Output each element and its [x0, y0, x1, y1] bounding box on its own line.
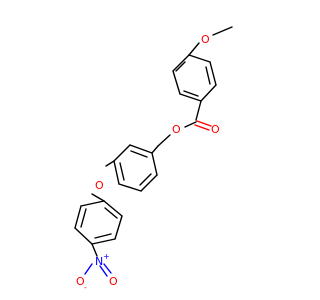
bond-ring2-a-inner: [130, 150, 148, 158]
bond-ring2-c-inner: [119, 162, 125, 181]
bond-oether-ring3: [91, 193, 105, 202]
bond-ring3-c: [91, 238, 116, 245]
bond-ring3-b: [114, 215, 123, 240]
bond-ring1-b: [172, 70, 181, 95]
bonds: [74, 26, 233, 277]
bond-ring1-carbonyl: [195, 100, 202, 121]
bond-oester-ch2: [157, 134, 171, 147]
atom-o-nitro-right: O: [109, 275, 118, 288]
atom-n-nitro-charge: +: [103, 252, 110, 261]
bond-c-double-o-2: [194, 124, 210, 131]
bond-ring2-e: [140, 174, 158, 192]
atom-labels: O O O O N + O - O: [76, 33, 220, 292]
atom-o-nitro-left: O: [76, 275, 85, 288]
bond-ring2-d: [118, 183, 142, 192]
atom-o-ester: O: [172, 123, 181, 136]
atom-o-nitro-left-charge: -: [84, 283, 87, 292]
bond-ring3-f: [80, 200, 105, 207]
bond-n-oright-2: [99, 265, 108, 277]
bond-ring1-a-inner: [175, 61, 186, 72]
bond-ring2-a: [129, 144, 153, 154]
bond-ring3-c-inner: [94, 233, 112, 239]
bond-ring1-f: [188, 54, 211, 63]
bond-ring2-oether: [105, 160, 115, 167]
bond-n-oright: [103, 263, 112, 274]
atom-o-carbonyl: O: [211, 123, 220, 136]
bond-methyl-o: [212, 26, 233, 36]
bond-ring3-e: [74, 205, 82, 229]
bond-n-oleft: [84, 263, 93, 275]
bond-ring1-c: [179, 93, 202, 102]
bond-ring1-a: [172, 54, 190, 72]
bond-ring3-n: [91, 243, 98, 257]
atom-o-methoxy: O: [201, 33, 210, 46]
bond-ring1-e-inner: [205, 66, 211, 85]
bond-ring2-c: [113, 160, 120, 185]
bond-ring1-d: [200, 84, 217, 102]
bond-ring3-a: [103, 200, 123, 217]
molecule-structure-diagram: O O O O N + O - O: [74, 26, 233, 292]
atom-n-nitro: N: [95, 255, 103, 268]
bond-o-ring1: [188, 42, 200, 56]
bond-ring1-c-inner: [183, 90, 199, 97]
bond-ring2-f: [151, 152, 158, 176]
bond-ring1-e: [209, 61, 217, 86]
bond-c-double-o: [196, 120, 212, 127]
atom-o-ether: O: [95, 179, 104, 192]
bond-carbonyl-oester: [184, 121, 197, 128]
bond-ring2-b: [113, 144, 131, 162]
bond-ch2-ring2: [151, 145, 159, 154]
bond-ring3-d: [74, 227, 93, 245]
bond-ring3-a-inner: [104, 207, 118, 219]
bond-ring3-e-inner: [80, 208, 87, 228]
bond-ring2-e-inner: [139, 173, 152, 186]
